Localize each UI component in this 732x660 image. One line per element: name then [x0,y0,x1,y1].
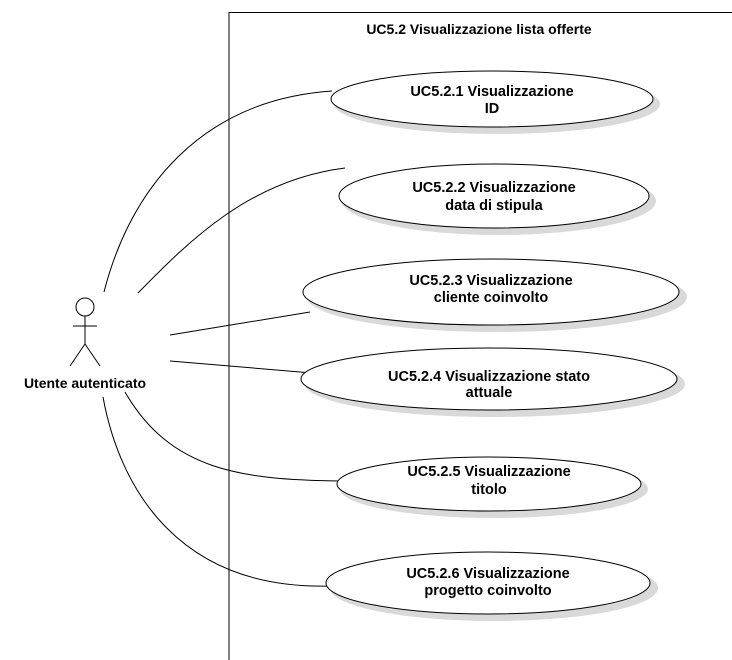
actor-label: Utente autenticato [24,375,146,391]
use-case-ellipse [302,258,680,326]
association-uc2[interactable] [137,167,346,294]
associations [102,90,346,587]
use-case-label-line2: ID [485,101,500,117]
system-boundary[interactable]: UC5.2 Visualizzazione lista offerte [228,12,732,660]
use-case-label-line2: progetto coinvolto [424,583,551,599]
use-case-ellipse [300,347,678,411]
use-case-label-line2: data di stipula [445,198,543,214]
use-case-label-line2: titolo [471,482,507,498]
use-case-label-line1: UC5.2.3 Visualizzazione [409,273,572,289]
association-uc6[interactable] [102,396,331,587]
use-case-uc5-2-6[interactable]: UC5.2.6 Visualizzazione progetto coinvol… [325,551,658,621]
actor-utente-autenticato[interactable]: Utente autenticato [24,297,146,391]
association-uc5[interactable] [124,391,343,482]
association-uc1[interactable] [103,90,333,293]
use-case-label-line1: UC5.2.2 Visualizzazione [412,180,575,196]
actor-stick-figure-icon [69,297,101,367]
use-case-ellipse [338,163,650,229]
use-case-ellipse [330,70,654,128]
use-case-uc5-2-4[interactable]: UC5.2.4 Visualizzazione stato attuale [300,347,685,417]
system-boundary-frame [228,12,732,660]
use-case-label-line2: cliente coinvolto [434,290,549,306]
use-case-uc5-2-3[interactable]: UC5.2.3 Visualizzazione cliente coinvolt… [302,258,687,332]
association-uc3[interactable] [169,311,311,336]
association-uc4[interactable] [169,360,313,374]
use-case-uc5-2-1[interactable]: UC5.2.1 Visualizzazione ID [330,70,660,134]
use-case-uc5-2-2[interactable]: UC5.2.2 Visualizzazione data di stipula [338,163,656,235]
system-boundary-title: UC5.2 Visualizzazione lista offerte [366,21,592,37]
use-case-ellipse [325,551,651,615]
use-case-ellipse [336,456,642,512]
use-case-label-line1: UC5.2.5 Visualizzazione [407,464,570,480]
use-case-label-line1: UC5.2.6 Visualizzazione [406,566,569,582]
use-case-label-line2: attuale [466,385,513,401]
use-case-label-line1: UC5.2.4 Visualizzazione stato [388,369,590,385]
use-case-label-line1: UC5.2.1 Visualizzazione [410,84,573,100]
use-case-uc5-2-5[interactable]: UC5.2.5 Visualizzazione titolo [336,456,648,518]
